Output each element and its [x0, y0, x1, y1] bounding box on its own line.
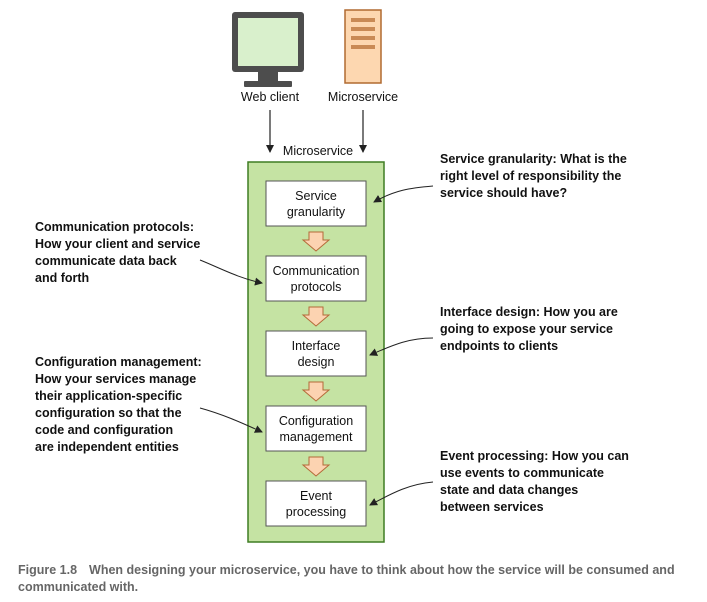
service-granularity-annotation-line-1: Service granularity: What is the: [440, 152, 627, 166]
interface-design-box-line-2: design: [298, 355, 335, 369]
configuration-management-annotation-line-4: configuration so that the: [35, 406, 182, 420]
configuration-management-box-line-2: management: [280, 430, 353, 444]
communication-protocols-annotation-line-4: and forth: [35, 271, 89, 285]
event-processing-box-line-2: processing: [286, 505, 346, 519]
event-processing-annotation: Event processing: How you can use events…: [440, 449, 629, 514]
container-title: Microservice: [283, 144, 353, 158]
service-granularity-annotation-line-2: right level of responsibility the: [440, 169, 621, 183]
event-processing-annotation-line-1: Event processing: How you can: [440, 449, 629, 463]
communication-protocols-annotation-line-2: How your client and service: [35, 237, 200, 251]
interface-design-callout-arrow: [369, 337, 434, 356]
flow-arrow-2: [301, 306, 331, 327]
communication-protocols-box-line-1: Communication: [273, 264, 360, 278]
communication-protocols-box: Communication protocols: [265, 255, 367, 302]
configuration-management-box: Configuration management: [265, 405, 367, 452]
flow-arrow-3: [301, 381, 331, 402]
web-client-label: Web client: [241, 90, 300, 104]
interface-design-annotation-line-3: endpoints to clients: [440, 339, 558, 353]
service-granularity-box-line-2: granularity: [287, 205, 346, 219]
flow-arrow-4: [301, 456, 331, 477]
configuration-management-annotation-line-3: their application-specific: [35, 389, 182, 403]
configuration-management-annotation-line-6: are independent entities: [35, 440, 179, 454]
communication-protocols-annotation-line-3: communicate data back: [35, 254, 177, 268]
figure-caption-text: When designing your microservice, you ha…: [18, 563, 675, 594]
interface-design-annotation-line-1: Interface design: How you are: [440, 305, 618, 319]
interface-design-box: Interface design: [265, 330, 367, 377]
configuration-management-annotation-line-5: code and configuration: [35, 423, 173, 437]
service-granularity-callout-arrow: [373, 185, 434, 203]
flow-arrow-1: [301, 231, 331, 252]
interface-design-annotation: Interface design: How you are going to e…: [440, 305, 618, 353]
interface-design-box-line-1: Interface: [292, 339, 341, 353]
interface-design-annotation-line-2: going to expose your service: [440, 322, 613, 336]
event-processing-box-line-1: Event: [300, 489, 332, 503]
configuration-management-annotation-line-2: How your services manage: [35, 372, 196, 386]
microservice-server-icon: [344, 9, 382, 84]
service-granularity-box: Service granularity: [265, 180, 367, 227]
microservice-source-label: Microservice: [328, 90, 398, 104]
service-granularity-annotation-line-3: service should have?: [440, 186, 567, 200]
configuration-management-annotation: Configuration management: How your servi…: [35, 355, 202, 454]
event-processing-box: Event processing: [265, 480, 367, 527]
event-processing-annotation-line-2: use events to communicate: [440, 466, 604, 480]
configuration-management-annotation-line-1: Configuration management:: [35, 355, 202, 369]
communication-protocols-annotation: Communication protocols: How your client…: [35, 220, 200, 285]
figure-number: Figure 1.8: [18, 563, 78, 577]
event-processing-annotation-line-4: between services: [440, 500, 544, 514]
service-granularity-annotation: Service granularity: What is the right l…: [440, 152, 627, 200]
communication-protocols-annotation-line-1: Communication protocols:: [35, 220, 194, 234]
event-processing-annotation-line-3: state and data changes: [440, 483, 578, 497]
configuration-management-callout-arrow: [199, 407, 263, 433]
service-granularity-box-line-1: Service: [295, 189, 337, 203]
event-processing-callout-arrow: [369, 481, 434, 506]
web-client-monitor-icon: [232, 12, 304, 87]
communication-protocols-box-line-2: protocols: [291, 280, 342, 294]
configuration-management-box-line-1: Configuration: [279, 414, 353, 428]
communication-protocols-callout-arrow: [199, 259, 263, 286]
